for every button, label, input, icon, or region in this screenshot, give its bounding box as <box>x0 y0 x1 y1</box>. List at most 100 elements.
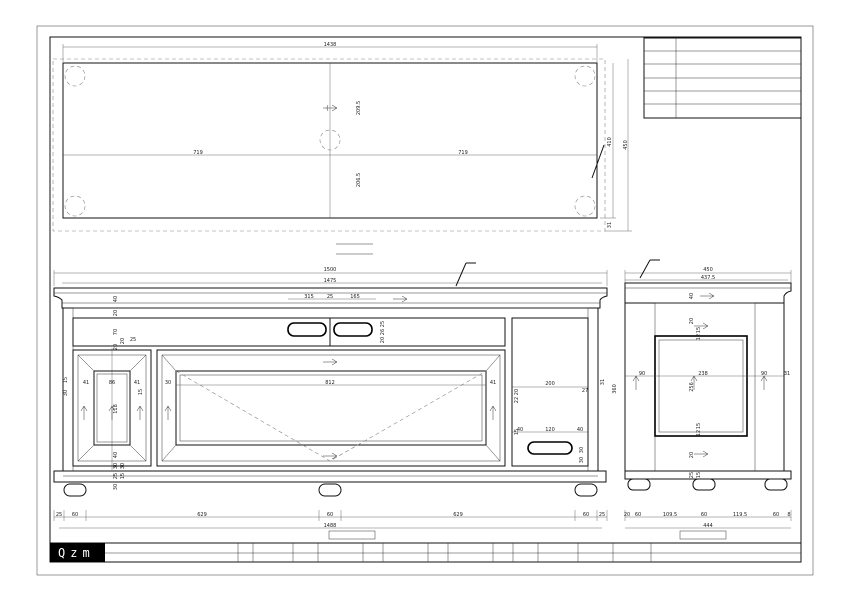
dim-front-top-c: 165 <box>350 294 360 300</box>
front-view: 1500 1475 315 25 165 25 26 20 40 20 70 2… <box>53 262 618 540</box>
dim-front-right-mid: 26 <box>380 329 386 335</box>
dim-side-depth-inner: 437.5 <box>701 275 715 281</box>
logo-text: Qzm <box>58 546 95 560</box>
dim-side-bottom-f: 60 <box>773 512 779 518</box>
dim-side-v-a: 20 <box>689 318 695 324</box>
side-plinth <box>624 470 792 480</box>
dim-depth-upper: 209.5 <box>356 101 362 115</box>
handle-slot-left <box>287 322 327 337</box>
dim-front-left-c: 15 <box>63 377 69 383</box>
grain-arrow-icon <box>632 375 640 390</box>
dim-side-edge: 31 <box>784 371 790 377</box>
dim-edge: 31 <box>607 222 613 228</box>
grain-arrow-icon <box>323 104 338 112</box>
dim-front-top-a: 315 <box>304 294 314 300</box>
dim-front-left-h: 118 <box>113 404 119 414</box>
dim-bottom-c: 629 <box>197 512 207 518</box>
foot-circle <box>64 195 86 217</box>
dim-front-left-j: 40 <box>113 452 119 458</box>
grain-arrow-icon <box>694 450 709 458</box>
dim-side-bottom-d: 60 <box>701 512 707 518</box>
dim-bottom-g: 25 <box>599 512 605 518</box>
top-view-dashed-outline <box>52 58 606 232</box>
dim-side-v-f: 12 <box>696 430 702 436</box>
grain-arrow-icon <box>393 295 408 303</box>
dim-front-v70: 70 <box>113 329 119 335</box>
outer-border <box>36 25 814 576</box>
grain-arrow-icon <box>700 292 715 300</box>
front-tabletop <box>53 287 608 309</box>
dim-front-left-n: 30 <box>120 463 126 469</box>
dim-front-left-a: 20 <box>120 338 126 344</box>
dim-front-v20b: 20 <box>113 344 119 350</box>
top-view: 1438 719 719 209.5 206.5 410 450 31 <box>52 42 632 232</box>
dim-front-left-e: 41 <box>83 380 89 386</box>
foot <box>318 483 342 497</box>
front-right-compartment <box>511 317 589 467</box>
dim-front-top-b: 25 <box>327 294 333 300</box>
dim-half-right: 719 <box>458 150 468 156</box>
front-center-door <box>156 349 506 467</box>
dim-front-left-i: 15 <box>138 389 144 395</box>
dim-front-left-g: 41 <box>134 380 140 386</box>
dim-slot-w: 120 <box>545 427 555 433</box>
dim-slot-r: 40 <box>577 427 583 433</box>
dim-side-v-i: 15 <box>696 472 702 478</box>
grain-arrow-icon <box>136 405 144 420</box>
side-tabletop <box>624 282 792 304</box>
handle-slot-drawer <box>527 441 573 455</box>
dim-top-width: 1438 <box>324 42 337 48</box>
dim-front-right-h: 27 <box>582 388 588 394</box>
dim-depth-inner: 410 <box>607 137 613 147</box>
grain-arrow-icon <box>323 452 338 460</box>
dim-bottom-e: 629 <box>453 512 463 518</box>
dim-depth-lower: 206.5 <box>356 173 362 187</box>
dim-front-center-v1: 20 <box>514 389 520 395</box>
dim-front-right-top: 25 <box>380 321 386 327</box>
dim-side-right-w: 90 <box>761 371 767 377</box>
grain-arrow-icon <box>694 322 709 330</box>
dim-bottom-b: 60 <box>72 512 78 518</box>
revision-table <box>643 37 802 119</box>
dim-side-bottom-e: 119.5 <box>733 512 747 518</box>
dim-side-center-w: 238 <box>698 371 708 377</box>
foot <box>63 483 87 497</box>
dim-front-inner-width: 1475 <box>324 278 337 284</box>
grain-arrow-icon <box>489 405 497 420</box>
dim-side-v-h: 25 <box>689 472 695 478</box>
foot <box>692 478 716 491</box>
grain-arrow-icon <box>80 405 88 420</box>
dim-side-bottom-a: 20 <box>624 512 630 518</box>
grain-arrow-icon <box>164 405 172 420</box>
dim-front-top-width: 1500 <box>324 267 337 273</box>
grain-arrow-icon <box>690 375 698 390</box>
title-block: Qzm <box>49 542 802 563</box>
foot <box>764 478 788 491</box>
dim-bottom-d: 60 <box>327 512 333 518</box>
side-panel <box>654 335 748 437</box>
dim-side-v-e: 15 <box>696 423 702 429</box>
logo-box <box>50 543 105 562</box>
dim-side-left-w: 90 <box>639 371 645 377</box>
dim-side-v-c: 12 <box>696 334 702 340</box>
side-view: 450 437.5 40 90 238 90 31 20 15 12 256 1… <box>624 259 792 540</box>
dim-side-v-g: 20 <box>689 452 695 458</box>
dim-front-v40: 40 <box>113 296 119 302</box>
handle-slot-right <box>333 322 373 337</box>
dim-front-left-b: 25 <box>130 337 136 343</box>
dim-front-left-f: 86 <box>109 380 115 386</box>
dim-front-center-l: 30 <box>165 380 171 386</box>
dim-bottom-f: 60 <box>583 512 589 518</box>
dim-half-left: 719 <box>193 150 203 156</box>
foot <box>574 483 598 497</box>
dim-depth-total: 450 <box>623 140 629 150</box>
dim-bottom-total: 1488 <box>324 523 337 529</box>
foot-circle <box>574 195 596 217</box>
dim-side-depth-total: 450 <box>703 267 713 273</box>
dim-front-right-side: 31 <box>600 379 606 385</box>
foot <box>627 478 651 491</box>
dim-side-bottom-c: 109.5 <box>663 512 677 518</box>
dim-front-center-width: 812 <box>325 380 335 386</box>
dim-front-left-l: 30 <box>113 484 119 490</box>
